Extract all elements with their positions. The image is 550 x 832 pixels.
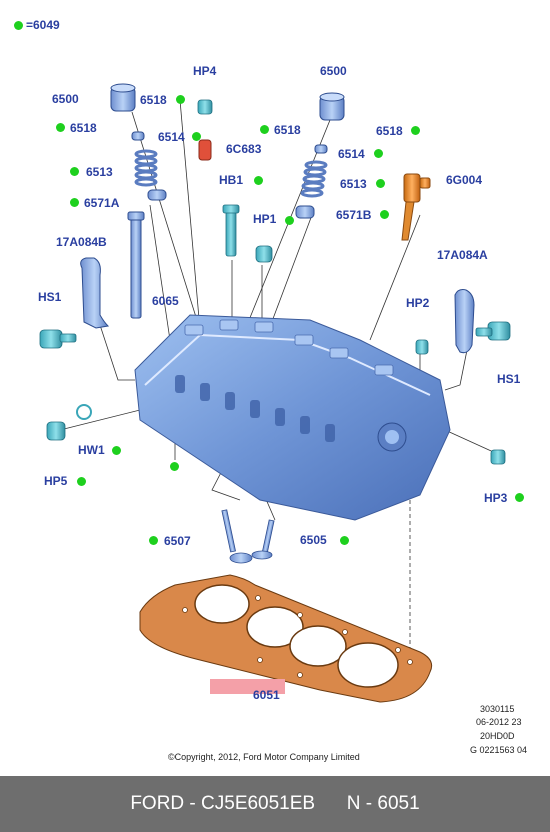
washer (76, 404, 92, 420)
valve-train-right (295, 92, 345, 219)
bracket-right (454, 289, 475, 354)
callout-6505[interactable]: 6505 (300, 533, 327, 547)
green-dot-icon (77, 477, 86, 486)
callout-6518-top-left[interactable]: 6518 (140, 93, 167, 107)
callout-6571a[interactable]: 6571A (84, 196, 120, 210)
green-dot-icon (515, 493, 524, 502)
green-dot-icon (254, 176, 263, 185)
green-dot-icon (411, 126, 420, 135)
footer-part-number: FORD - CJ5E6051EB (130, 793, 316, 814)
callout-6513-left[interactable]: 6513 (86, 165, 113, 179)
callout-6c683[interactable]: 6C683 (226, 142, 262, 156)
callout-hw1[interactable]: HW1 (78, 443, 105, 457)
green-dot-icon (14, 21, 23, 30)
green-dot-icon (170, 462, 179, 471)
callout-hp5[interactable]: HP5 (44, 474, 68, 488)
ref-line-2: 06-2012 23 (476, 717, 522, 727)
green-dot-icon (70, 198, 79, 207)
callout-6513-right[interactable]: 6513 (340, 177, 367, 191)
copyright-notice: ©Copyright, 2012, Ford Motor Company Lim… (168, 752, 360, 762)
valve-train-left (110, 83, 167, 319)
green-dot-icon (149, 536, 158, 545)
callout-6518-left[interactable]: 6518 (70, 121, 97, 135)
leader-lines (59, 99, 501, 673)
green-dot-icon (285, 216, 294, 225)
green-dot-icon (56, 123, 65, 132)
bracket-left (80, 257, 110, 329)
callout-hs1-right[interactable]: HS1 (497, 372, 521, 386)
callout-6500-left[interactable]: 6500 (52, 92, 79, 106)
selected-part-highlight (210, 679, 285, 694)
callout-6514-right[interactable]: 6514 (338, 147, 365, 161)
ref-line-3: 20HD0D (480, 731, 515, 741)
cylinder-head (134, 314, 451, 521)
callout-6g004[interactable]: 6G004 (446, 173, 483, 187)
green-dot-icon (376, 179, 385, 188)
legend-label: =6049 (26, 18, 60, 32)
green-dot-icon (374, 149, 383, 158)
ref-line-1: 3030115 (480, 704, 515, 714)
callout-hp2[interactable]: HP2 (406, 296, 430, 310)
callout-hp1[interactable]: HP1 (253, 212, 277, 226)
callout-6065[interactable]: 6065 (152, 294, 179, 308)
callout-6507[interactable]: 6507 (164, 534, 191, 548)
fittings (39, 99, 511, 465)
green-dot-icon (380, 210, 389, 219)
legend: =6049 (14, 18, 60, 32)
callout-6571b[interactable]: 6571B (336, 208, 372, 222)
orange-sensor (401, 173, 431, 241)
parts-diagram: =6049 6500 6518 6518 6514 6513 6571A 17A… (14, 18, 528, 762)
callout-hp3[interactable]: HP3 (484, 491, 508, 505)
callout-hs1-left[interactable]: HS1 (38, 290, 62, 304)
exploded-view-drawing (39, 83, 511, 703)
green-dot-icon (340, 536, 349, 545)
callout-6518-right-1[interactable]: 6518 (274, 123, 301, 137)
callout-hb1[interactable]: HB1 (219, 173, 244, 187)
head-gasket (139, 574, 433, 703)
callout-hp4[interactable]: HP4 (193, 64, 217, 78)
green-dot-icon (70, 167, 79, 176)
footer-quantity: N - 6051 (346, 793, 420, 814)
green-dot-icon (112, 446, 121, 455)
footer-spacer (315, 793, 347, 815)
callout-6500-right[interactable]: 6500 (320, 64, 347, 78)
green-dot-icon (260, 125, 269, 134)
callout-17a084a[interactable]: 17A084A (437, 248, 488, 262)
callout-6518-right-2[interactable]: 6518 (376, 124, 403, 138)
green-dot-icon (192, 132, 201, 141)
callout-6514-left[interactable]: 6514 (158, 130, 185, 144)
valves (221, 509, 275, 564)
callout-6051[interactable]: 6051 (253, 688, 280, 702)
red-fitting (198, 139, 212, 161)
ref-line-4: G 0221563 04 (470, 745, 528, 755)
green-dot-icon (176, 95, 185, 104)
part-footer-bar: FORD - CJ5E6051EB N - 6051 (0, 776, 550, 832)
callout-17a084b[interactable]: 17A084B (56, 235, 107, 249)
